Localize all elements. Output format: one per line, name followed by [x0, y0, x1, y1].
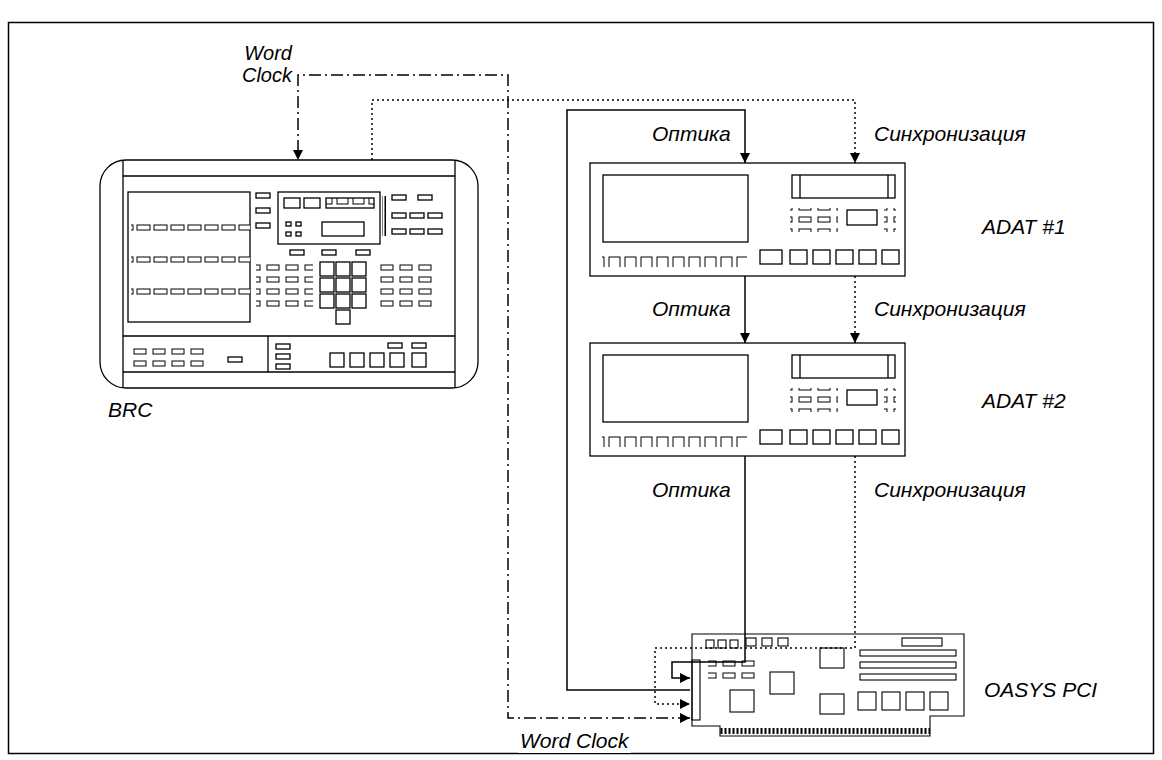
device-label: BRC	[108, 398, 152, 422]
device-label: OASYS PCI	[984, 678, 1097, 702]
connector-label: Оптика	[650, 122, 733, 146]
tape-recorder: ADAT #1	[590, 163, 905, 276]
device-label: ADAT #1	[982, 215, 1066, 239]
signal-connector	[567, 110, 745, 690]
connector-label: Word Clock	[518, 729, 631, 753]
connector-label: Синхронизация	[872, 122, 1028, 146]
pci-card: OASYS PCI	[690, 628, 972, 738]
connector-label: Оптика	[650, 478, 733, 502]
frame	[9, 23, 1154, 754]
signal-connector	[854, 276, 856, 343]
mixer-controller: BRC	[100, 160, 478, 388]
brc-device	[100, 160, 478, 388]
connector-label: Синхронизация	[872, 297, 1028, 321]
adat-device	[590, 163, 905, 276]
device-label: ADAT #2	[982, 389, 1066, 413]
connector-label: Синхронизация	[872, 478, 1028, 502]
pci-card	[692, 634, 964, 736]
signal-name: Word Clock	[230, 42, 292, 86]
connector-label: Оптика	[650, 297, 733, 321]
signal-connector	[298, 75, 690, 718]
tape-recorder: ADAT #2	[590, 343, 905, 456]
signal-connector	[744, 276, 746, 343]
adat-device	[590, 343, 905, 456]
